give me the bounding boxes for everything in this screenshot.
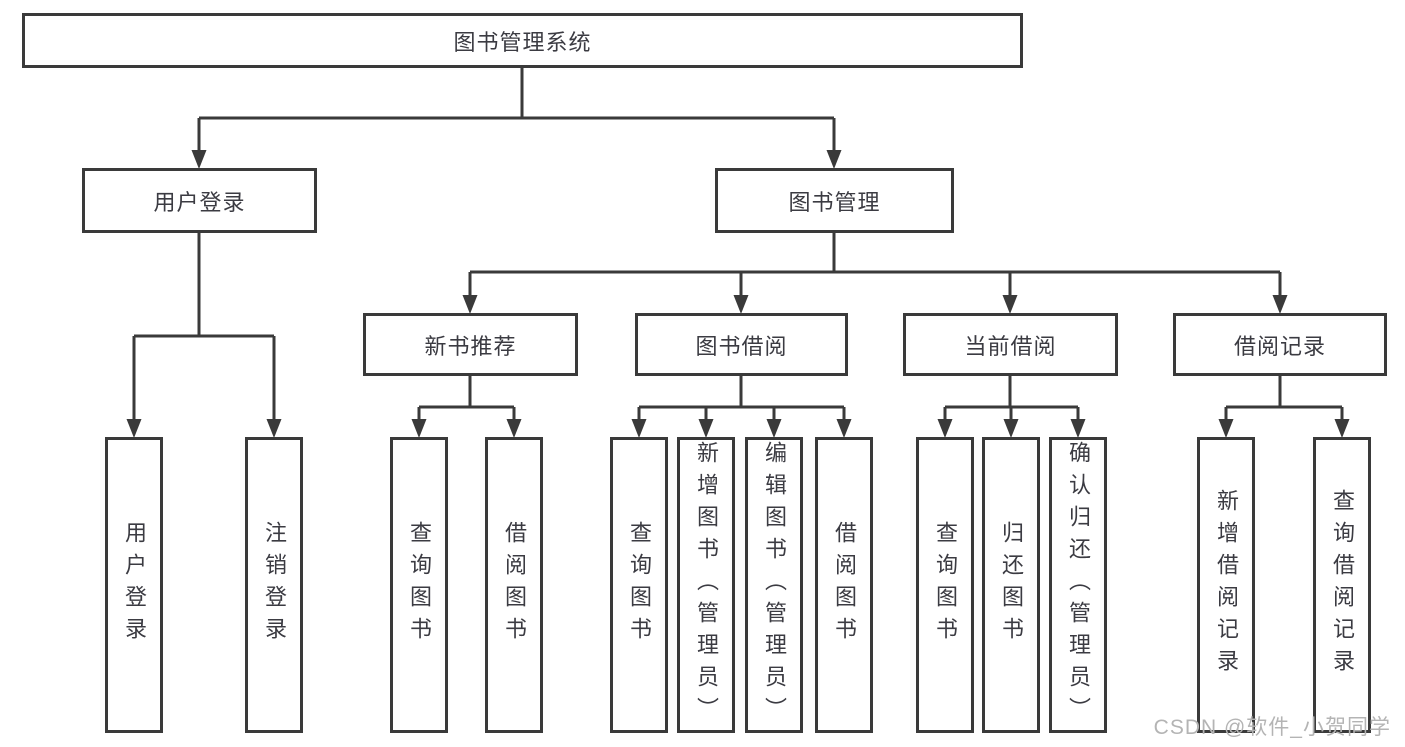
node-label: 注销登录 xyxy=(262,521,287,649)
leaf-confirm-return-admin: 确认归还（管理员） xyxy=(1049,437,1107,733)
node-label: 用户登录 xyxy=(153,189,246,215)
node-label: 确认归还（管理员） xyxy=(1066,441,1091,729)
leaf-add-borrow-record: 新增借阅记录 xyxy=(1197,437,1255,733)
node-label: 编辑图书（管理员） xyxy=(762,441,787,729)
leaf-edit-book-admin: 编辑图书（管理员） xyxy=(745,437,803,733)
node-label: 图书管理系统 xyxy=(453,29,592,55)
node-label: 图书管理 xyxy=(788,189,881,215)
leaf-query-book-current: 查询图书 xyxy=(916,437,974,733)
arrowhead-icons xyxy=(126,150,1350,438)
node-label: 查询图书 xyxy=(933,521,958,649)
node-label: 借阅记录 xyxy=(1233,333,1326,359)
node-label: 归还图书 xyxy=(999,521,1024,649)
node-label: 借阅图书 xyxy=(832,521,857,649)
node-label: 查询借阅记录 xyxy=(1330,489,1355,681)
leaf-query-book-newbook: 查询图书 xyxy=(390,437,448,733)
leaf-logout: 注销登录 xyxy=(245,437,303,733)
node-system-root: 图书管理系统 xyxy=(22,13,1023,68)
node-label: 借阅图书 xyxy=(502,521,527,649)
node-new-book-recommend: 新书推荐 xyxy=(363,313,578,376)
leaf-user-login: 用户登录 xyxy=(105,437,163,733)
csdn-watermark: CSDN @软件_小贺同学 xyxy=(1153,716,1391,739)
node-label: 新增借阅记录 xyxy=(1214,489,1239,681)
leaf-query-book-borrow: 查询图书 xyxy=(610,437,668,733)
leaf-borrow-book: 借阅图书 xyxy=(815,437,873,733)
node-label: 用户登录 xyxy=(122,521,147,649)
node-label: 新书推荐 xyxy=(424,333,517,359)
node-label: 查询图书 xyxy=(407,521,432,649)
node-book-borrow: 图书借阅 xyxy=(635,313,848,376)
leaf-add-book-admin: 新增图书（管理员） xyxy=(677,437,735,733)
node-label: 查询图书 xyxy=(627,521,652,649)
node-label: 图书借阅 xyxy=(695,333,788,359)
leaf-return-book: 归还图书 xyxy=(982,437,1040,733)
node-label: 当前借阅 xyxy=(964,333,1057,359)
leaf-query-borrow-record: 查询借阅记录 xyxy=(1313,437,1371,733)
node-book-management: 图书管理 xyxy=(715,168,954,233)
leaf-borrow-book-newbook: 借阅图书 xyxy=(485,437,543,733)
node-user-login: 用户登录 xyxy=(82,168,317,233)
node-label: 新增图书（管理员） xyxy=(694,441,719,729)
node-borrow-record: 借阅记录 xyxy=(1173,313,1387,376)
node-current-borrow: 当前借阅 xyxy=(903,313,1118,376)
